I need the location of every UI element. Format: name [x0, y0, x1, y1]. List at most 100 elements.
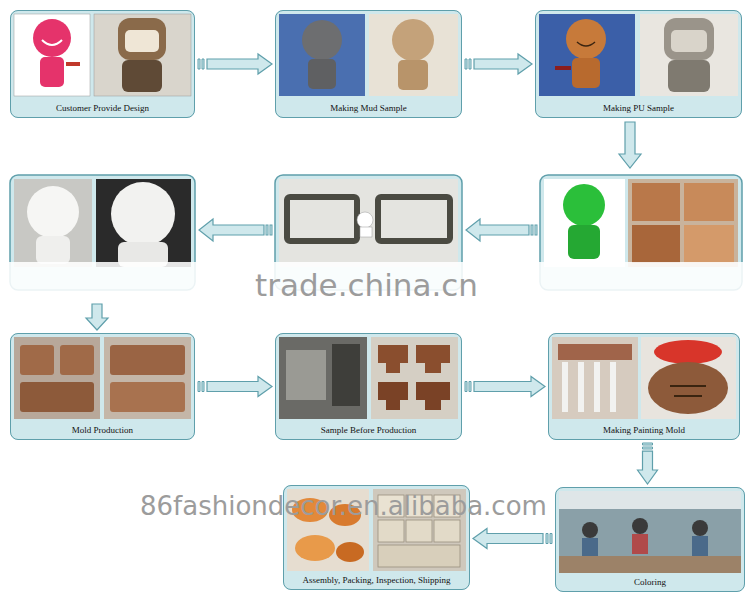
green-head	[563, 184, 605, 226]
photo	[14, 337, 100, 419]
worker	[692, 536, 708, 556]
box-ground	[10, 10, 195, 118]
box-ground	[275, 333, 462, 440]
carton	[378, 520, 404, 542]
worker	[692, 520, 708, 536]
painting-tool	[594, 362, 600, 412]
step-caption: Coloring	[632, 577, 668, 588]
process-box: Making PU Sample	[535, 10, 742, 118]
step-caption: Making Mud Sample	[328, 103, 409, 114]
copper-part	[632, 183, 680, 221]
carton	[406, 520, 432, 542]
white-head	[111, 182, 175, 246]
arrow-tail	[469, 59, 471, 69]
arrow-tail	[270, 225, 272, 235]
mud-body	[308, 59, 336, 89]
sample-part	[416, 345, 450, 373]
carton	[378, 545, 460, 567]
face-lines	[670, 386, 706, 396]
pu-tool	[555, 66, 571, 70]
white-head	[27, 186, 79, 238]
photo	[544, 179, 625, 267]
flow-arrow	[619, 122, 641, 168]
monster-face	[125, 30, 159, 52]
machine	[332, 344, 360, 406]
arrow-tail	[535, 225, 537, 235]
arrow-body	[474, 54, 532, 74]
box-ground	[535, 10, 742, 118]
painted-head	[648, 362, 728, 414]
box-ground	[275, 10, 462, 118]
process-box: Mold Production	[10, 333, 195, 440]
arrow-body	[638, 451, 658, 484]
process-box: Making Painting Mold	[548, 333, 740, 440]
photo	[96, 179, 191, 267]
hat	[654, 340, 722, 364]
step-caption: Sample Before Production	[319, 425, 418, 436]
flow-arrow	[473, 529, 552, 549]
ceiling	[559, 491, 741, 509]
arrow-tail	[266, 225, 268, 235]
worker	[632, 518, 648, 534]
step-caption: Assembly, Packing, Inspection, Shipping	[301, 575, 453, 586]
photo	[104, 337, 191, 419]
sample-part	[378, 345, 408, 373]
mud-body	[398, 60, 428, 90]
mold	[110, 345, 185, 375]
orange-figure	[336, 542, 364, 562]
sample-part	[416, 382, 450, 410]
figure-smile	[42, 40, 62, 45]
process-box: Making Mud Sample	[275, 10, 462, 118]
arrow-tail	[465, 59, 467, 69]
box-ground	[10, 333, 195, 440]
copper-part	[684, 183, 734, 221]
carton	[434, 520, 460, 542]
photo	[641, 337, 736, 419]
photo	[279, 337, 367, 419]
monster-head	[118, 18, 166, 60]
arrow-tail	[531, 225, 533, 235]
pu-body	[572, 58, 600, 88]
white-part	[357, 212, 373, 228]
photo	[279, 179, 458, 267]
arrow-tail	[469, 382, 471, 392]
green-body	[568, 225, 600, 259]
photo	[14, 14, 90, 96]
arrow-tail	[643, 443, 653, 445]
arrow-tail	[465, 382, 467, 392]
arrow-body	[473, 529, 543, 549]
step-caption: Mold Production	[70, 425, 135, 436]
step-caption: Making Painting Mold	[601, 425, 687, 436]
photo	[279, 14, 365, 96]
sample-part	[378, 382, 408, 410]
arrow-body	[474, 377, 545, 397]
step-caption: Making PU Sample	[601, 103, 676, 114]
photo	[94, 14, 191, 96]
flow-arrow	[465, 54, 532, 74]
process-box: Customer Provide Design	[10, 10, 195, 118]
monster-body	[122, 60, 162, 92]
mold-frame	[378, 197, 450, 241]
watermark-band	[0, 262, 750, 302]
photo	[371, 337, 458, 419]
process-box: Sample Before Production	[275, 333, 462, 440]
arrow-tail	[643, 447, 653, 449]
photo	[640, 14, 738, 96]
painting-tool	[610, 362, 616, 412]
mold	[60, 345, 94, 375]
photo	[559, 491, 741, 573]
arrow-body	[207, 54, 272, 74]
mud-head	[392, 19, 434, 61]
watermark: trade.china.cn	[255, 268, 478, 302]
arrow-tail	[202, 382, 204, 392]
mold	[20, 382, 94, 412]
pu-smile	[577, 42, 595, 46]
mud-head	[302, 20, 342, 60]
painting-mold	[558, 344, 632, 360]
painting-tool	[562, 362, 568, 412]
photo	[552, 337, 638, 419]
copper-part	[632, 225, 680, 263]
mold	[110, 382, 185, 412]
mold	[20, 345, 54, 375]
